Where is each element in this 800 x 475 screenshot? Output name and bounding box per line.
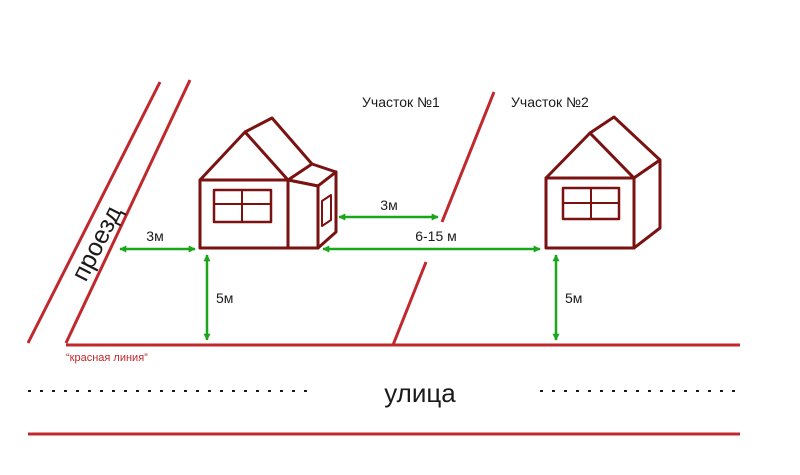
plot-boundary-upper: [440, 91, 496, 223]
red-line-label: “красная линия”: [66, 352, 148, 364]
house-2: [544, 115, 662, 250]
plot-2-label: Участок №2: [511, 94, 589, 110]
plot-1-label: Участок №1: [362, 94, 440, 110]
distance-house-to-driveway: 3м: [146, 228, 163, 244]
distance-house-to-house: 6-15 м: [415, 228, 457, 244]
distance-house-1-to-red-line: 5м: [216, 290, 233, 306]
driveway-edge-left: [26, 81, 162, 344]
driveway-label: проезд: [66, 201, 128, 286]
house-2-side-wall: [632, 158, 662, 250]
house-1-roof-ridge: [244, 116, 314, 165]
house-1-extension-wall: [286, 178, 320, 250]
driveway-edge-right: [64, 79, 192, 344]
house-1: [198, 116, 338, 250]
house-1-roof-front: [198, 130, 290, 182]
plot-boundary-lower: [391, 261, 428, 346]
distance-house-2-to-red-line: 5м: [565, 290, 582, 306]
house-1-side-window: [321, 194, 332, 227]
driveway-lines: [26, 79, 192, 344]
distance-arrows: [119, 213, 560, 341]
street-label: улица: [384, 378, 456, 408]
plot-boundary: [391, 91, 496, 346]
distance-house-to-boundary: 3м: [380, 197, 397, 213]
